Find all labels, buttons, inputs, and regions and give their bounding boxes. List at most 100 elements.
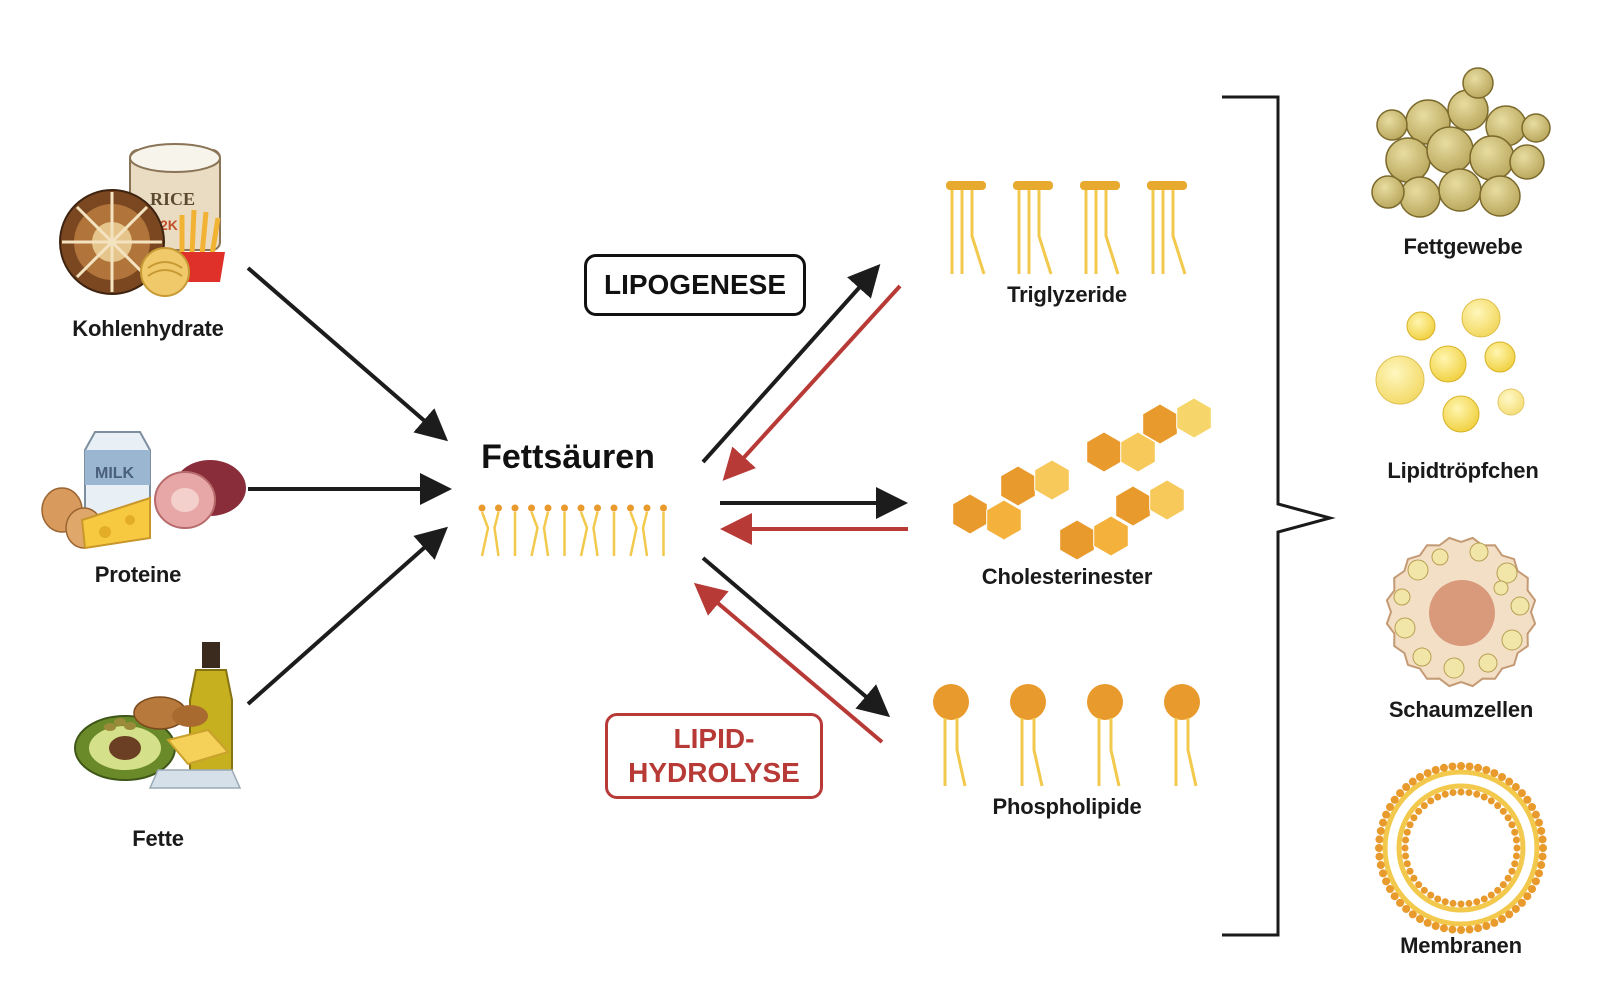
membrane-inner-head: [1494, 886, 1502, 894]
lipid-vacuole: [1496, 562, 1518, 584]
lipogenesis-box: LIPOGENESE: [584, 254, 806, 316]
sterol-ring: [1034, 459, 1070, 501]
membrane-outer-head: [1505, 910, 1514, 919]
membrane-inner-head: [1449, 899, 1457, 907]
sterol-ring: [1000, 465, 1036, 507]
membrane-outer-head: [1379, 869, 1388, 878]
membrane-outer-head: [1379, 818, 1388, 827]
fatty-acid-molecule: [478, 504, 490, 557]
membrane-inner-head: [1415, 881, 1423, 889]
fat-cell: [1479, 175, 1521, 217]
cholesterol-esters-label: Cholesterinester: [981, 564, 1153, 589]
fatty-acid-tail: [629, 511, 638, 557]
lipid-vacuole: [1394, 617, 1416, 639]
membrane-outer-head: [1465, 925, 1474, 934]
membrane-outer-head: [1408, 910, 1417, 919]
lipid-vacuole: [1443, 657, 1465, 679]
membrane-inner-head: [1508, 821, 1516, 829]
membrane-outer-head: [1439, 763, 1448, 772]
membrane-inner-head: [1403, 860, 1411, 868]
membrane-outer-head: [1431, 921, 1440, 930]
membrane-outer-head: [1539, 844, 1547, 852]
sterol-ring: [1115, 485, 1151, 527]
membrane-outer-head: [1517, 898, 1526, 907]
membrane-inner-head: [1465, 899, 1473, 907]
phospholipid-molecule: [1164, 684, 1200, 787]
fat-cell: [1376, 109, 1408, 141]
fatty-acid-tail: [480, 511, 490, 557]
membrane-outer-head: [1431, 766, 1440, 775]
membrane-outer-head: [1498, 772, 1506, 781]
membrane-outer-head: [1423, 918, 1432, 927]
membrane-inner-head: [1465, 789, 1473, 797]
sterol-ring: [952, 493, 988, 535]
phospholipid-molecule: [933, 684, 969, 787]
hydrolysis-arrows: [693, 284, 908, 744]
membrane-outer-head: [1528, 885, 1537, 893]
sterol-ring: [1176, 397, 1212, 439]
milk-label: MILK: [95, 465, 135, 482]
membrane-inner-head: [1513, 844, 1521, 852]
lipid-vacuole: [1501, 629, 1523, 651]
membrane-outer-head: [1382, 877, 1391, 886]
membrane-inner-head: [1449, 789, 1457, 797]
membrane-outer-head: [1402, 904, 1411, 913]
carbohydrates-label: Kohlenhydrate: [72, 316, 224, 341]
fat-cell: [1426, 126, 1474, 174]
fatty-acid-tail: [579, 511, 589, 557]
triglyceride-molecule: [1080, 181, 1120, 275]
phospholipids-label: Phospholipide: [992, 794, 1142, 819]
fatty-acid-head: [577, 504, 585, 512]
membrane-outer-head: [1474, 924, 1483, 933]
carbs-to-fatty-acids-arrow: [246, 266, 449, 442]
phospholipid-tail: [1109, 718, 1121, 787]
membrane-inner-head: [1410, 814, 1418, 822]
membrane-outer-head: [1531, 810, 1540, 819]
fatty-acid-tail: [542, 511, 550, 557]
fatty-acid-head: [610, 504, 618, 512]
fatty-acid-tail: [530, 511, 539, 557]
membrane-outer-head: [1538, 835, 1547, 844]
lipid-droplets-illustration: [1375, 298, 1525, 433]
to-phospholipids-arrow: [701, 556, 891, 718]
membrane-outer-head: [1402, 783, 1411, 792]
membrane-inner-head: [1402, 836, 1410, 844]
fatty-acid-head: [643, 504, 651, 512]
membrane-inner-head: [1508, 867, 1516, 875]
fat-cell: [1469, 135, 1515, 181]
membrane-outer-head: [1375, 835, 1384, 844]
fat-cell: [1399, 176, 1441, 218]
membrane-inner-head: [1403, 828, 1411, 836]
membrane-inner-head: [1473, 790, 1481, 798]
phospholipid-head: [933, 684, 969, 720]
sterol-ring: [986, 499, 1022, 541]
lipid-vacuole: [1431, 548, 1449, 566]
membrane-outer-head: [1408, 777, 1417, 786]
membrane-inner-head: [1457, 900, 1465, 908]
fatty-acid-head: [478, 504, 486, 512]
fatty-acid-molecule: [511, 504, 519, 556]
membrane-inner-head: [1415, 807, 1423, 815]
fatty-acid-molecule: [528, 504, 539, 557]
membrane-inner-head: [1494, 802, 1502, 810]
fatty-acid-tail: [1171, 190, 1187, 275]
membrane-outer-head: [1375, 844, 1383, 852]
membrane-inner-head: [1441, 790, 1449, 798]
triglyceride-molecule: [946, 181, 986, 275]
membrane-outer-head: [1528, 803, 1537, 811]
membrane-outer-head: [1523, 892, 1532, 901]
fat-cell: [1438, 168, 1482, 212]
fatty-acid-tail: [493, 511, 500, 557]
from-triglycerides-arrow: [722, 284, 902, 481]
membrane-outer-head: [1396, 789, 1405, 798]
from-phospholipids-arrow: [693, 582, 884, 744]
glycerol-backbone: [1147, 181, 1187, 190]
rice-weight-label: 2K: [160, 217, 178, 233]
membrane-outer-head: [1396, 898, 1405, 907]
input-arrows: [246, 266, 452, 706]
fat-cell: [1521, 113, 1551, 143]
membrane-inner-head: [1512, 836, 1520, 844]
membrane-inner-head: [1511, 860, 1519, 868]
lipid-hydrolysis-label-line1: LIPID-: [673, 723, 755, 754]
lipogenesis-arrows: [701, 264, 908, 718]
